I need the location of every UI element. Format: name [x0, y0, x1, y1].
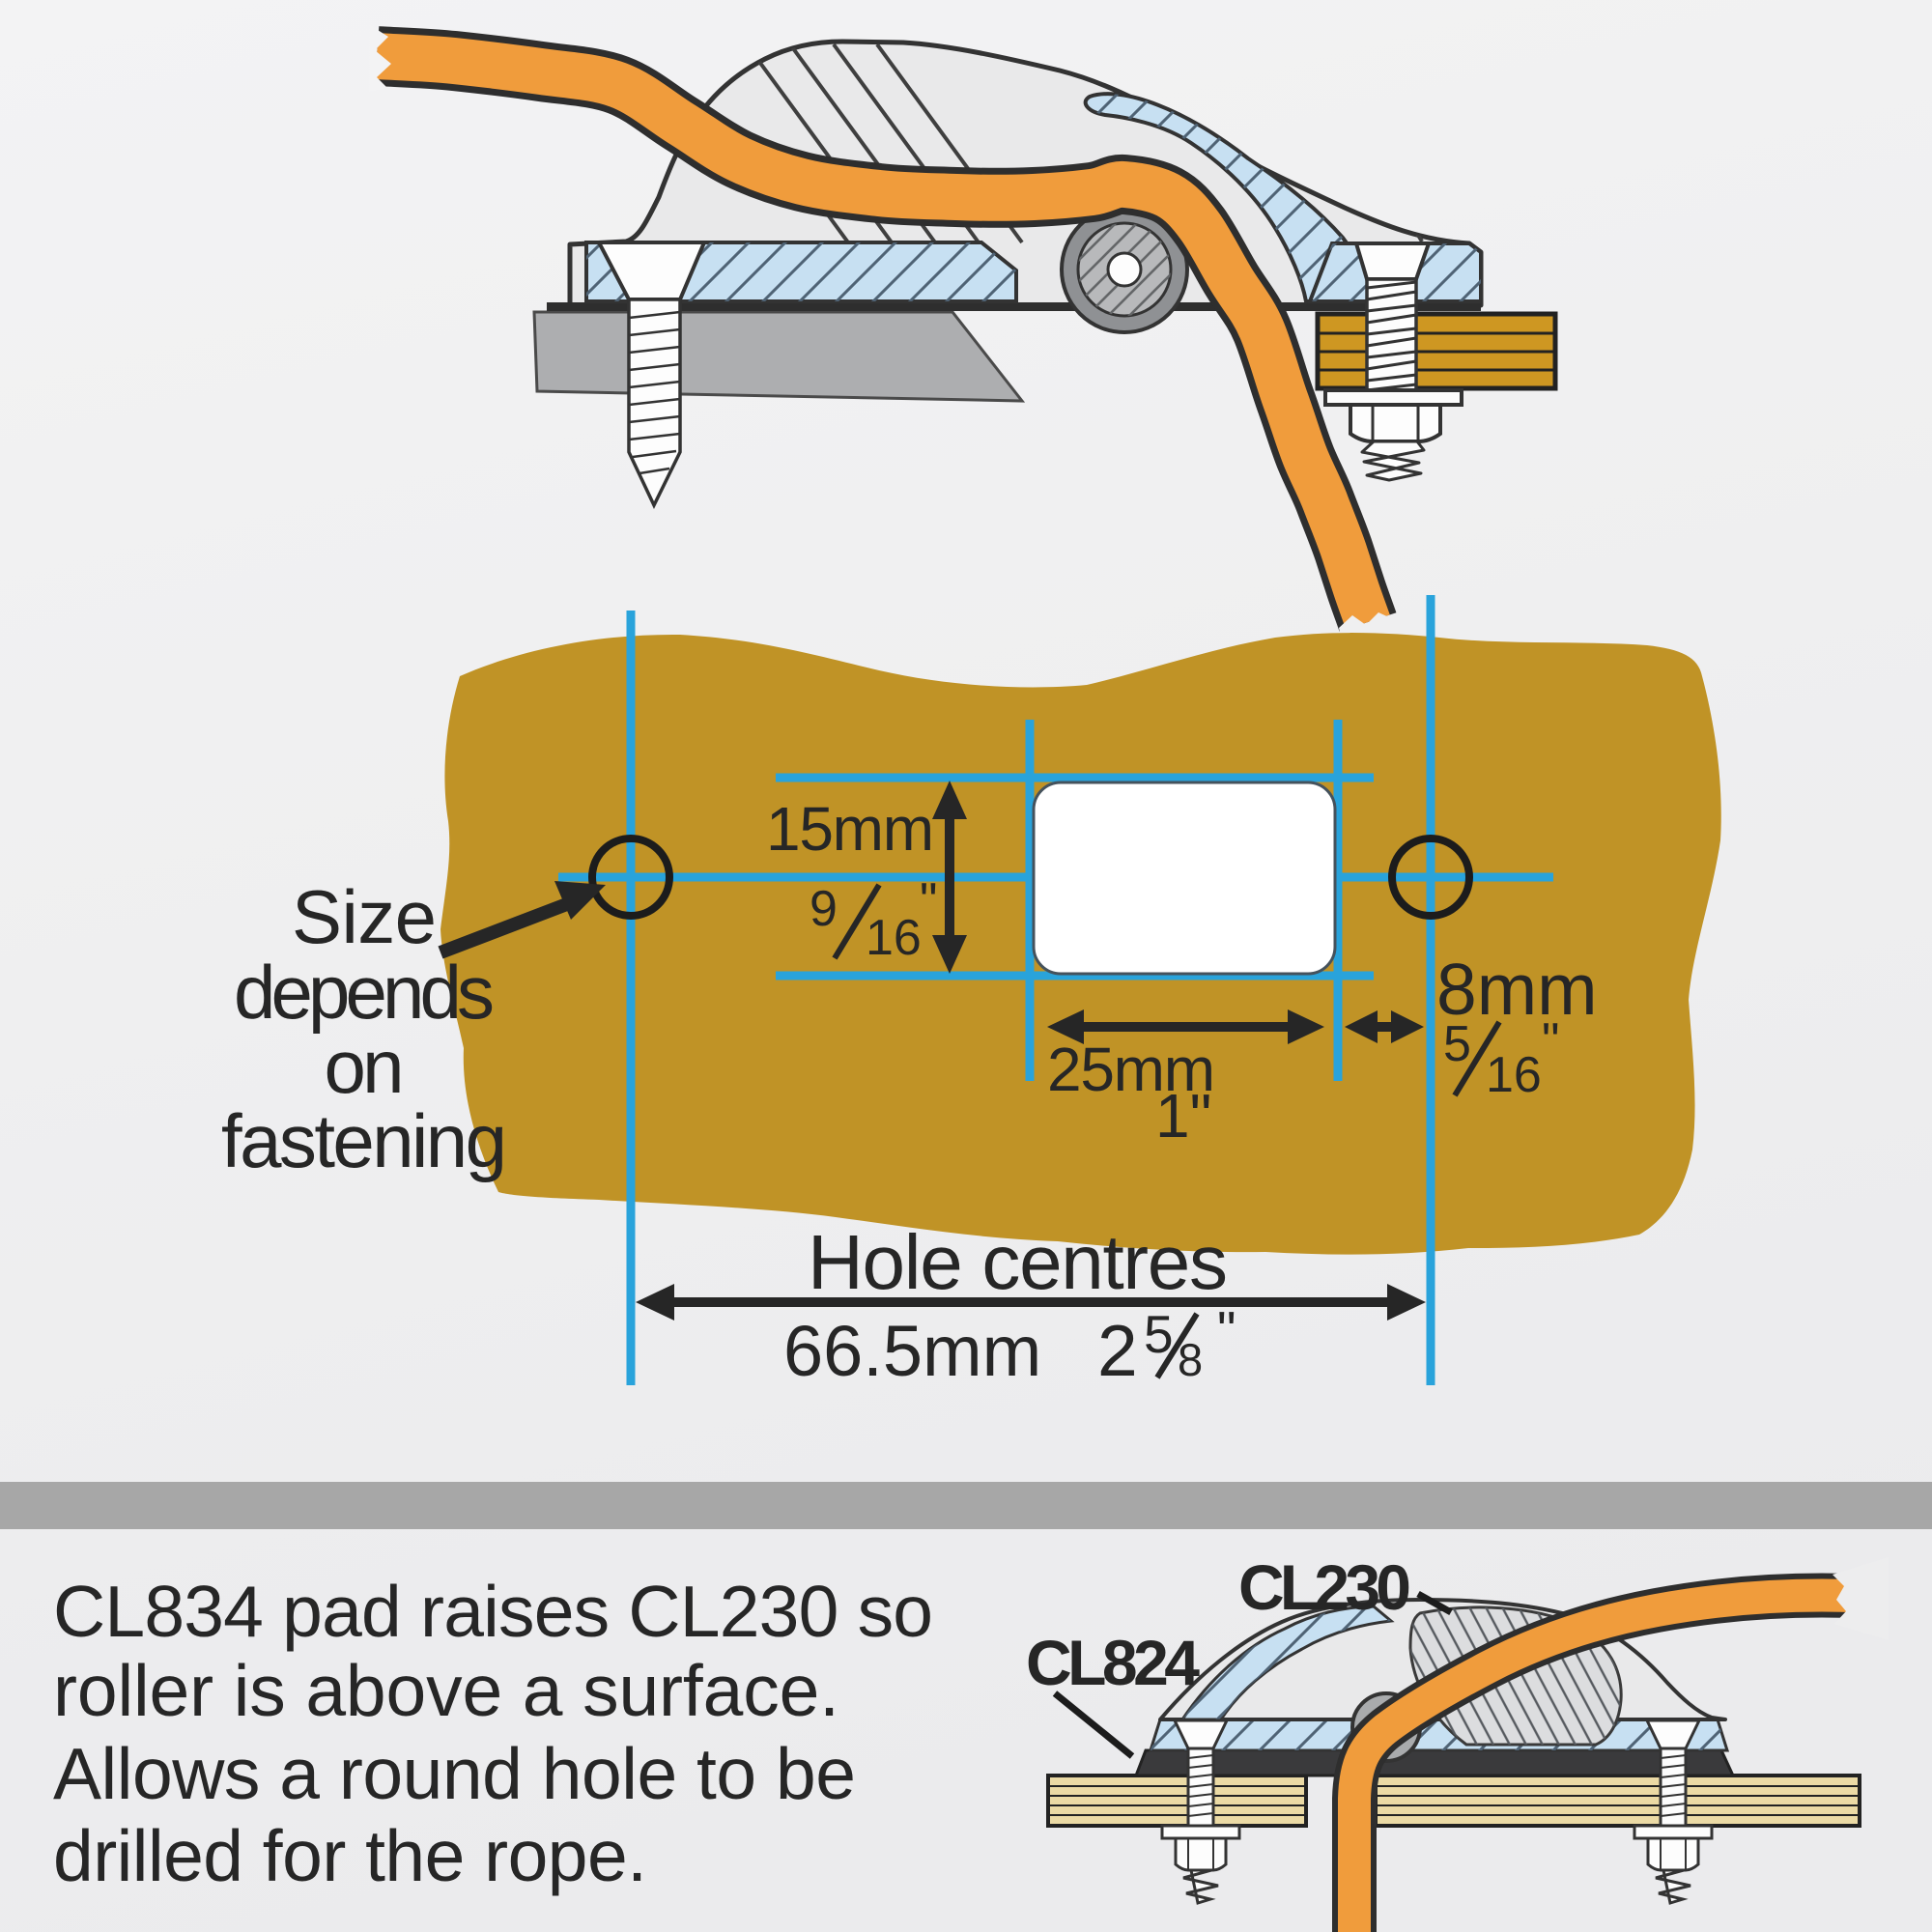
- svg-text:on: on: [325, 1024, 405, 1109]
- svg-text:roller is above a surface.: roller is above a surface.: [53, 1650, 839, 1731]
- svg-text:Size: Size: [292, 874, 437, 959]
- svg-text:Hole centres: Hole centres: [808, 1219, 1228, 1305]
- svg-text:25mm: 25mm: [1047, 1035, 1215, 1104]
- svg-text:CL230: CL230: [1238, 1551, 1411, 1623]
- svg-text:5: 5: [1144, 1304, 1174, 1364]
- svg-text:8: 8: [1178, 1334, 1203, 1385]
- svg-text:Allows a round hole to be: Allows a round hole to be: [53, 1733, 856, 1814]
- svg-text:": ": [920, 873, 937, 929]
- svg-text:CL824: CL824: [1026, 1627, 1200, 1698]
- svg-text:CL834 pad raises CL230 so: CL834 pad raises CL230 so: [53, 1571, 933, 1652]
- svg-text:1": 1": [1155, 1081, 1211, 1151]
- svg-text:66.5mm: 66.5mm: [783, 1311, 1041, 1391]
- svg-text:16: 16: [866, 910, 922, 966]
- svg-text:2: 2: [1097, 1310, 1138, 1391]
- svg-text:15mm: 15mm: [766, 794, 934, 864]
- svg-text:9: 9: [810, 881, 838, 937]
- svg-text:5: 5: [1443, 1016, 1471, 1072]
- svg-text:8mm: 8mm: [1436, 949, 1598, 1030]
- svg-text:drilled for the rope.: drilled for the rope.: [53, 1815, 647, 1896]
- svg-text:": ": [1217, 1300, 1236, 1360]
- svg-text:16: 16: [1486, 1047, 1542, 1103]
- svg-text:fastening: fastening: [221, 1098, 507, 1183]
- svg-text:": ": [1542, 1013, 1559, 1069]
- svg-text:depends: depends: [234, 950, 495, 1035]
